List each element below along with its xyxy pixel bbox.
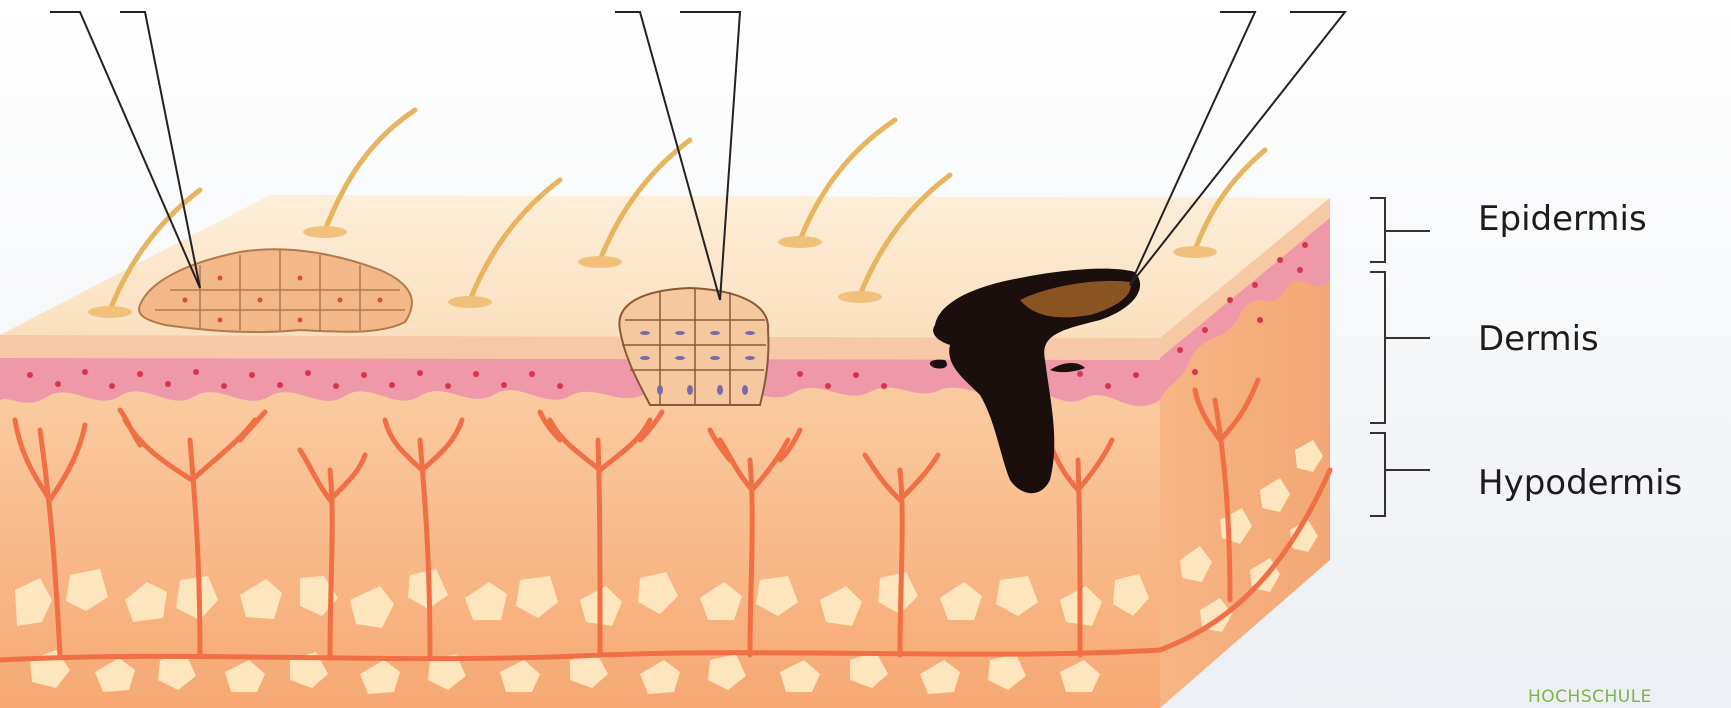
label-hypodermis: Hypodermis: [1478, 466, 1682, 500]
label-dermis: Dermis: [1478, 322, 1599, 356]
footer-logo-text: HOCHSCHULE: [1528, 689, 1652, 706]
lesion-raised-cell-cluster: [619, 288, 768, 405]
label-epidermis: Epidermis: [1478, 202, 1647, 236]
